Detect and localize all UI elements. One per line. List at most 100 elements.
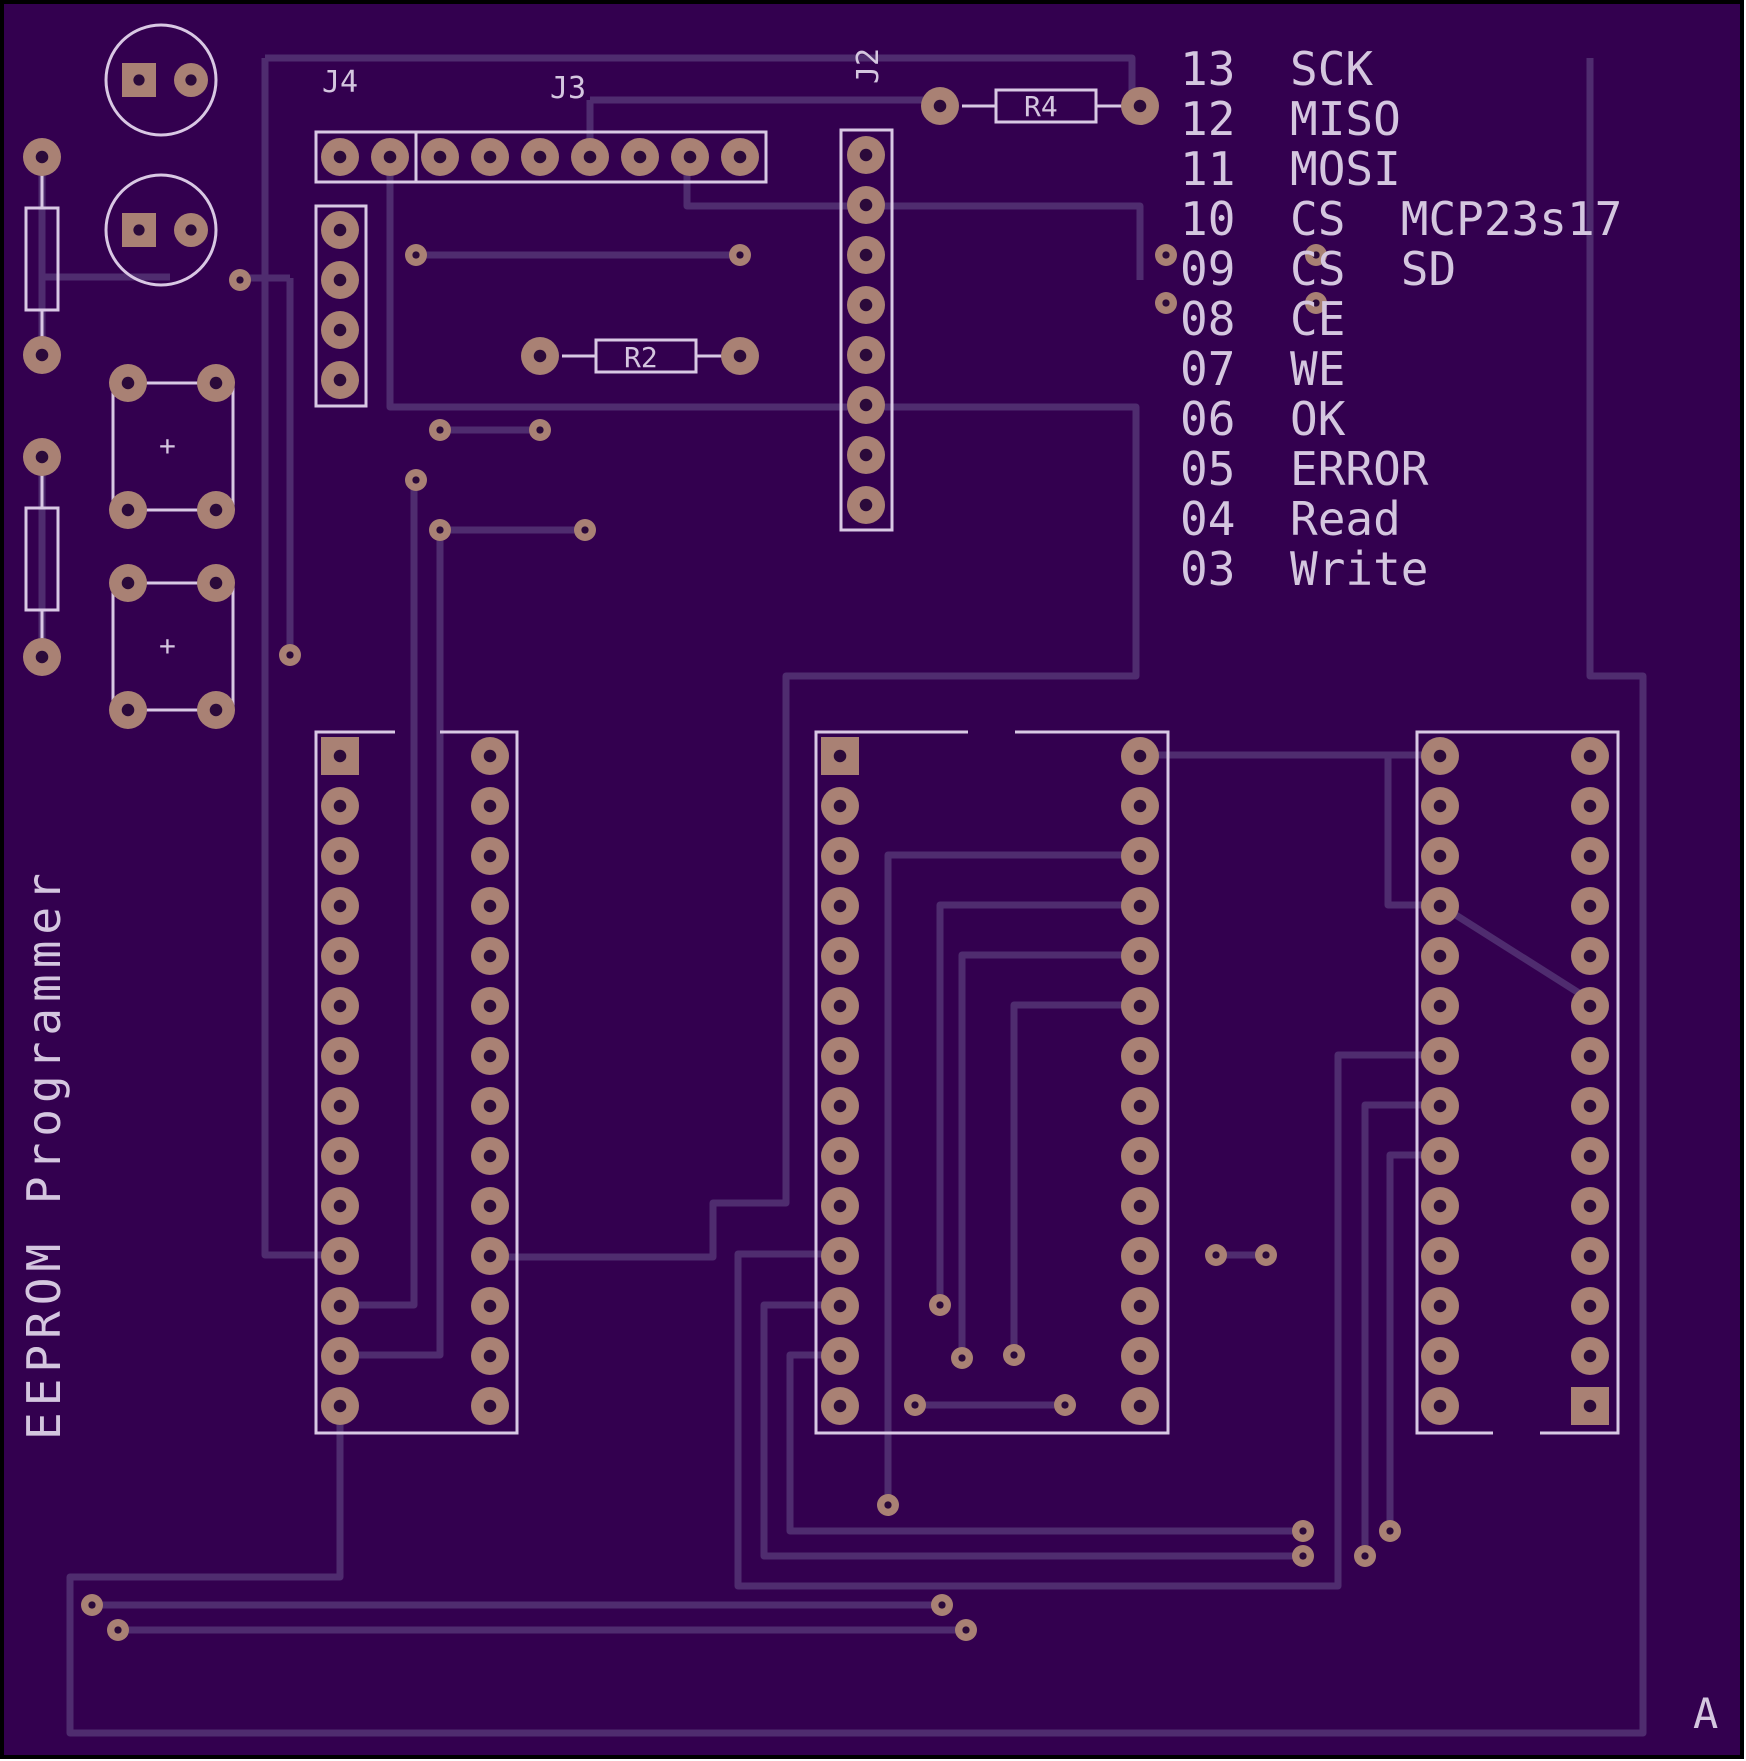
ic3-pin [1571, 1087, 1609, 1125]
j3-label: J3 [550, 71, 586, 106]
ic2-pin [821, 837, 859, 875]
ic2-pin [1121, 1387, 1159, 1425]
ic2-pin [1121, 837, 1159, 875]
ic2-pin [821, 1037, 859, 1075]
via [904, 1394, 926, 1416]
header-pin [421, 138, 459, 176]
ic1-pin [321, 737, 359, 775]
ic3-pin [1421, 1287, 1459, 1325]
resistor-pad [23, 638, 61, 676]
copper-traces [38, 54, 1647, 1737]
r4-label: R4 [1024, 90, 1058, 123]
header-pin [721, 138, 759, 176]
pin-function: CS SD [1290, 242, 1456, 296]
corner-mark: A [1693, 1689, 1718, 1738]
cap-pad [174, 213, 208, 247]
ic1-pin [471, 1237, 509, 1275]
ic1-pin [321, 1037, 359, 1075]
silkscreen [24, 23, 1620, 1435]
r2-pad [721, 337, 759, 375]
resistor-pad [23, 138, 61, 176]
pin-number: 04 [1180, 492, 1235, 546]
cap-pad [197, 564, 235, 602]
via [951, 1347, 973, 1369]
ic3-pin [1571, 1137, 1609, 1175]
pin-function: WE [1290, 342, 1345, 396]
ic3-pin [1421, 887, 1459, 925]
pin-function: Write [1290, 542, 1428, 596]
cap-circle-2 [104, 173, 218, 287]
r2-pad [521, 337, 559, 375]
ic1-pin [471, 1187, 509, 1225]
ic1-pin [471, 837, 509, 875]
pin-number: 03 [1180, 542, 1235, 596]
via [931, 1594, 953, 1616]
header-pin [621, 138, 659, 176]
pin-number: 09 [1180, 242, 1235, 296]
cap-plus-1: + [159, 429, 176, 462]
via [529, 419, 551, 441]
pin-number: 10 [1180, 192, 1235, 246]
via [81, 1594, 103, 1616]
pin-number: 07 [1180, 342, 1235, 396]
header-pin [371, 138, 409, 176]
pin-function: OK [1290, 392, 1346, 446]
via [1354, 1545, 1376, 1567]
cap-rect-1 [111, 381, 235, 512]
ic2-pin [821, 1087, 859, 1125]
board-title: EEPROM Programmer [17, 867, 71, 1440]
header-pin [321, 138, 359, 176]
cap-rect-2 [111, 581, 235, 712]
header-pin [471, 138, 509, 176]
ic3-pin [1421, 1337, 1459, 1375]
pin-function: CS MCP23s17 [1290, 192, 1622, 246]
header-pin [321, 311, 359, 349]
ic3-pin [1571, 1037, 1609, 1075]
pin-function: CE [1290, 292, 1345, 346]
via [729, 244, 751, 266]
j2-label: J2 [851, 48, 886, 84]
ic2-pin [821, 1137, 859, 1175]
ic2-pin [1121, 1137, 1159, 1175]
header-pin [521, 138, 559, 176]
pin-number: 05 [1180, 442, 1235, 496]
ic3-pin [1421, 1037, 1459, 1075]
resistor-pad [23, 438, 61, 476]
ic1-pin [471, 1337, 509, 1375]
via [405, 244, 427, 266]
ic3-pin [1421, 837, 1459, 875]
ic1-pin [471, 1137, 509, 1175]
j2-pin [847, 286, 885, 324]
pin-number: 06 [1180, 392, 1235, 446]
cap-pad [109, 564, 147, 602]
ic1-pin [321, 1187, 359, 1225]
via [929, 1294, 951, 1316]
pin-number: 08 [1180, 292, 1235, 346]
j2-pin [847, 386, 885, 424]
j2-pin [847, 336, 885, 374]
ic1-pin [471, 787, 509, 825]
r4-pad [1121, 87, 1159, 125]
via [1205, 1244, 1227, 1266]
ic3-pin [1571, 1387, 1609, 1425]
ic2-pin [1121, 1237, 1159, 1275]
ic1-pin [471, 737, 509, 775]
via [1255, 1244, 1277, 1266]
pin-number: 11 [1180, 142, 1235, 196]
ic3-pin [1421, 987, 1459, 1025]
ic3-pin [1571, 737, 1609, 775]
ic3-pin [1571, 1287, 1609, 1325]
pads [23, 63, 1609, 1641]
via [1292, 1545, 1314, 1567]
ic3-pin [1421, 1237, 1459, 1275]
ic2-pin [1121, 1337, 1159, 1375]
ic2-pin [821, 937, 859, 975]
ic1-pin [321, 1237, 359, 1275]
ic2-pin [1121, 887, 1159, 925]
j2-pin [847, 186, 885, 224]
ic3-pin [1421, 1137, 1459, 1175]
via [1155, 244, 1177, 266]
ic1-pin [321, 837, 359, 875]
